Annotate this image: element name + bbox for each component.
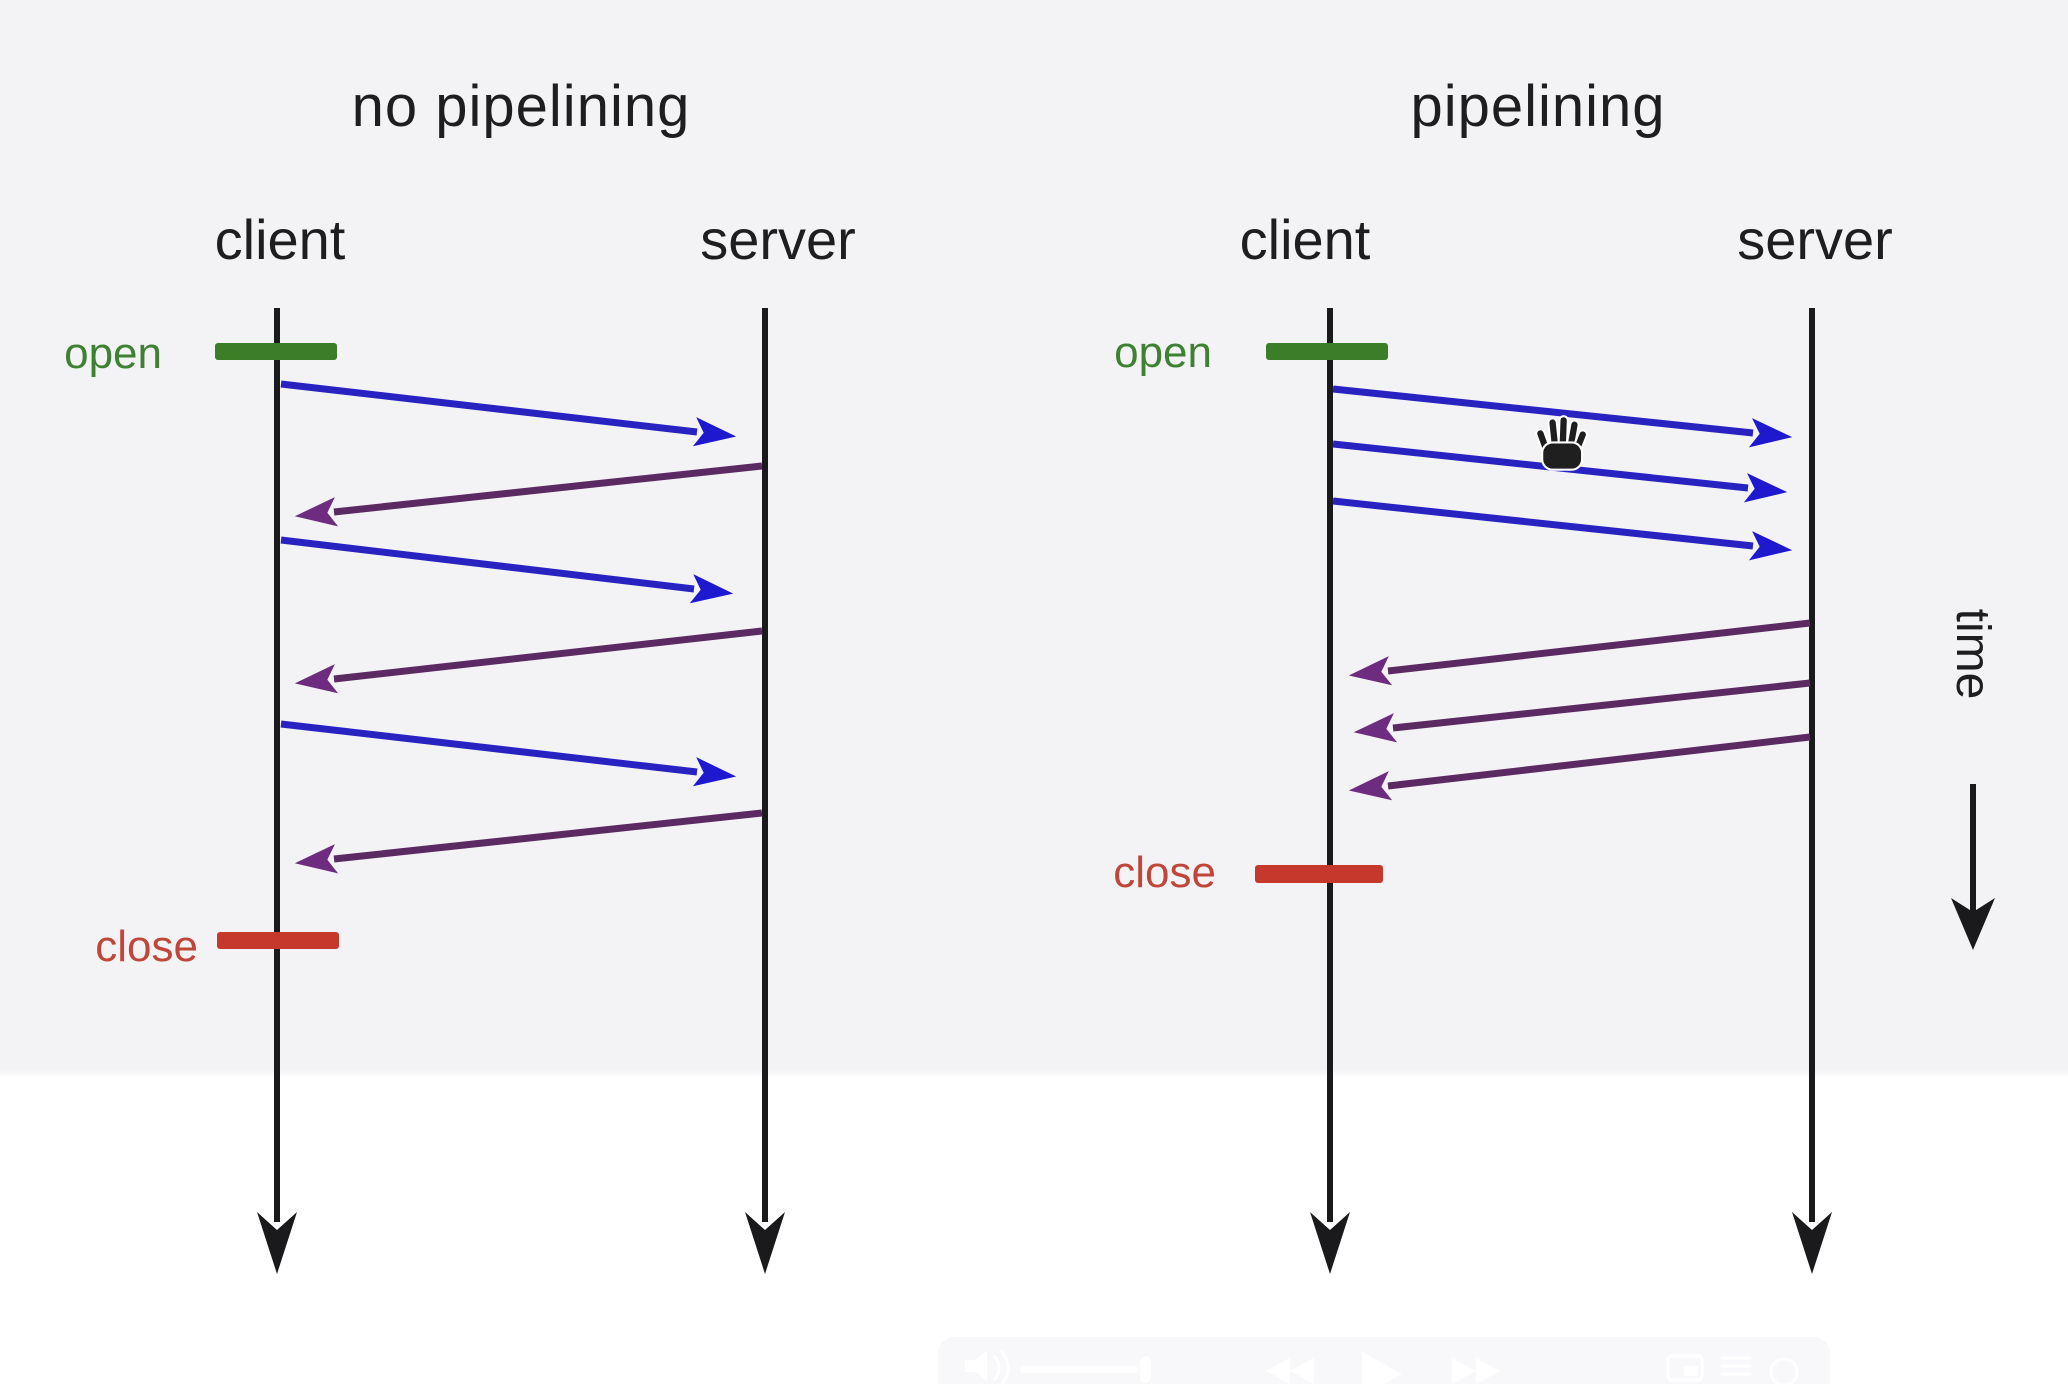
- response-arrow-1: [294, 462, 763, 527]
- right-close-label: close: [1113, 848, 1216, 897]
- upper-background: [0, 0, 2068, 1074]
- right-panel-title: pipelining: [1410, 74, 1666, 139]
- right-server-label: server: [1737, 208, 1893, 271]
- left-open-label: open: [64, 329, 162, 378]
- background-transition: [0, 1070, 2068, 1078]
- request-arrow-3: [1332, 497, 1793, 561]
- right-client-label: client: [1239, 208, 1371, 271]
- right-open-label: open: [1114, 328, 1212, 377]
- play-icon[interactable]: [1362, 1352, 1402, 1384]
- picture-in-picture-icon[interactable]: [1666, 1354, 1704, 1382]
- close-connection-bar: [1255, 865, 1383, 883]
- response-arrow-2: [1353, 679, 1811, 743]
- left-close-label: close: [95, 922, 198, 971]
- queue-icon[interactable]: [1720, 1356, 1752, 1376]
- request-arrow-2: [1332, 440, 1788, 503]
- time-axis-arrow: [1951, 784, 1995, 950]
- close-connection-bar: [217, 932, 339, 949]
- server-lifeline-arrowhead-icon: [745, 1212, 785, 1274]
- left-server-label: server: [700, 208, 856, 271]
- rewind-icon[interactable]: [1266, 1358, 1314, 1384]
- fast-forward-icon[interactable]: [1452, 1358, 1500, 1384]
- response-arrow-1: [1348, 619, 1811, 686]
- server-lifeline-arrowhead-icon: [1792, 1212, 1832, 1274]
- response-arrow-3: [1348, 733, 1811, 801]
- time-axis-label: time: [1946, 608, 1999, 700]
- client-lifeline-arrowhead-icon: [1310, 1212, 1350, 1274]
- volume-slider-knob[interactable]: [1140, 1356, 1151, 1383]
- pipelining-panel: [1255, 308, 1832, 1274]
- open-connection-bar: [215, 343, 337, 360]
- grab-hand-cursor-icon: [1535, 415, 1589, 471]
- request-arrow-1: [1332, 385, 1793, 448]
- request-arrow-1: [280, 380, 737, 447]
- client-lifeline-arrowhead-icon: [257, 1212, 297, 1274]
- time-arrowhead-icon: [1951, 898, 1995, 950]
- request-arrow-2: [280, 536, 734, 604]
- volume-slider[interactable]: [1020, 1366, 1138, 1373]
- open-connection-bar: [1266, 343, 1388, 360]
- request-arrow-3: [280, 720, 737, 787]
- no-pipelining-panel: [215, 308, 785, 1274]
- response-arrow-3: [294, 809, 763, 874]
- response-arrow-2: [294, 627, 763, 694]
- left-client-label: client: [214, 208, 346, 271]
- volume-icon[interactable]: [965, 1350, 1010, 1384]
- video-player-controls: [938, 1337, 1830, 1384]
- left-panel-title: no pipelining: [351, 74, 691, 139]
- settings-icon[interactable]: [1769, 1357, 1799, 1384]
